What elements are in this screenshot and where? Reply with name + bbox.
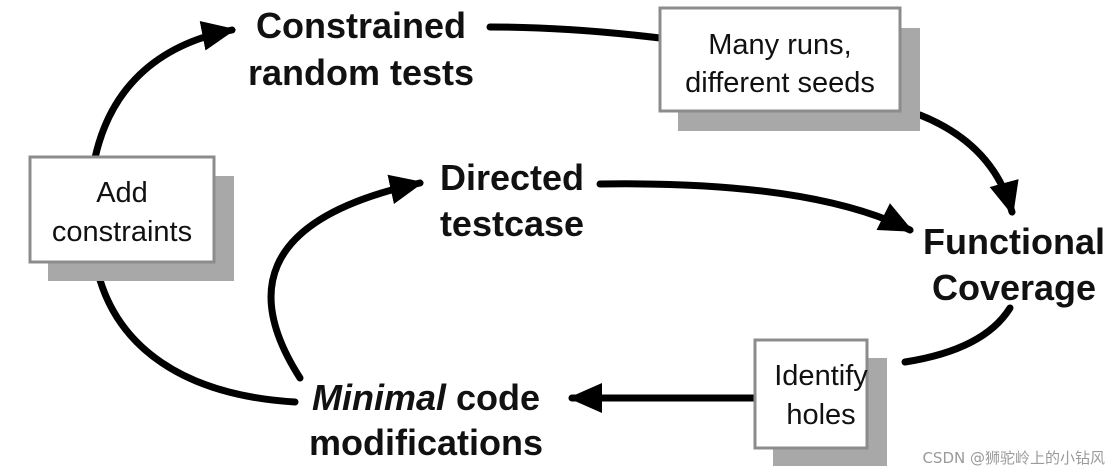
box-identify-holes: Identify holes bbox=[753, 338, 887, 466]
node-directed-testcase-line1: Directed bbox=[440, 157, 584, 198]
arrow-many-runs-to-functional-coverage bbox=[916, 111, 1019, 216]
arrow-directed-testcase-to-functional-coverage bbox=[596, 180, 914, 234]
node-functional-coverage-line2: Coverage bbox=[932, 267, 1096, 308]
arrow-minimal-code-to-add-constraints bbox=[96, 276, 299, 406]
box-many-runs-line1: Many runs, bbox=[708, 29, 851, 61]
arrow-add-constraints-to-random-tests bbox=[91, 21, 236, 162]
box-many-runs: Many runs, different seeds bbox=[658, 6, 920, 131]
box-add-constraints: Add constraints bbox=[28, 155, 234, 281]
box-identify-holes-line1: Identify bbox=[774, 360, 868, 392]
node-minimal-code-modifications: Minimal code modifications bbox=[309, 377, 543, 463]
box-many-runs-face bbox=[658, 6, 902, 113]
box-add-constraints-line1: Add bbox=[96, 177, 148, 209]
watermark: CSDN @狮驼岭上的小钻风 bbox=[922, 449, 1105, 467]
node-constrained-random-tests: Constrained random tests bbox=[248, 5, 474, 93]
box-identify-holes-line2: holes bbox=[786, 399, 855, 431]
node-directed-testcase: Directed testcase bbox=[440, 157, 584, 244]
node-constrained-random-tests-line1: Constrained bbox=[256, 5, 466, 46]
node-minimal-code-modifications-line2: modifications bbox=[309, 422, 543, 463]
node-minimal-code-modifications-line1: Minimal code bbox=[312, 377, 540, 418]
node-functional-coverage: Functional Coverage bbox=[923, 221, 1105, 308]
box-identify-holes-face bbox=[753, 338, 869, 450]
box-add-constraints-line2: constraints bbox=[52, 216, 192, 248]
arrow-minimal-code-to-directed-testcase bbox=[267, 174, 424, 382]
node-directed-testcase-line2: testcase bbox=[440, 203, 584, 244]
node-minimal-italic: Minimal bbox=[312, 377, 447, 418]
box-add-constraints-face bbox=[28, 155, 216, 264]
node-functional-coverage-line1: Functional bbox=[923, 221, 1105, 262]
box-many-runs-line2: different seeds bbox=[685, 67, 875, 99]
arrow-random-tests-to-many-runs bbox=[486, 23, 664, 42]
node-minimal-rest: code bbox=[446, 377, 540, 418]
arrow-functional-coverage-to-identify-holes bbox=[901, 304, 1014, 366]
node-constrained-random-tests-line2: random tests bbox=[248, 52, 474, 93]
